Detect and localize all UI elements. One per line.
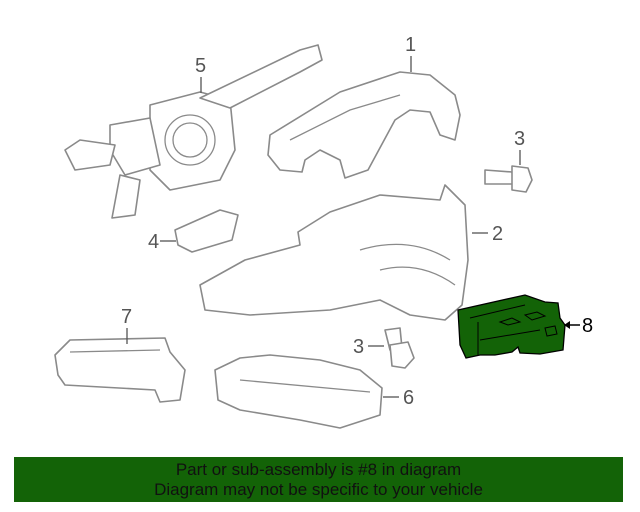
part-7-module[interactable] [54, 337, 186, 403]
callout-1: 1 [405, 34, 416, 72]
svg-text:3: 3 [353, 336, 364, 358]
svg-text:4: 4 [148, 231, 159, 253]
part-3-screw-lower[interactable] [384, 327, 415, 369]
callout-7: 7 [121, 306, 132, 344]
banner-line-2: Diagram may not be specific to your vehi… [154, 480, 483, 499]
part-5-combination-switch[interactable] [64, 44, 323, 219]
part-6-bracket[interactable] [214, 354, 383, 429]
callout-4: 4 [148, 231, 176, 253]
svg-text:5: 5 [195, 55, 206, 77]
part-4-clip[interactable] [174, 209, 239, 253]
svg-text:7: 7 [121, 306, 132, 328]
info-banner: Part or sub-assembly is #8 in diagram Di… [14, 457, 623, 502]
callout-8: 8 [564, 315, 593, 337]
callout-5: 5 [195, 55, 206, 93]
callout-6: 6 [383, 387, 414, 409]
part-2-lower-shroud[interactable] [199, 184, 469, 321]
part-1-upper-shroud[interactable] [267, 71, 461, 179]
callout-2: 2 [472, 223, 503, 245]
callout-3-lower: 3 [353, 336, 384, 358]
svg-text:6: 6 [403, 387, 414, 409]
banner-line-1: Part or sub-assembly is #8 in diagram [175, 460, 462, 479]
svg-text:8: 8 [582, 315, 593, 337]
svg-text:1: 1 [405, 34, 416, 56]
part-3-screw-upper[interactable] [484, 165, 533, 193]
svg-text:3: 3 [514, 128, 525, 150]
part-8-highlighted[interactable] [457, 294, 566, 359]
callout-3-upper: 3 [514, 128, 525, 165]
svg-text:2: 2 [492, 223, 503, 245]
